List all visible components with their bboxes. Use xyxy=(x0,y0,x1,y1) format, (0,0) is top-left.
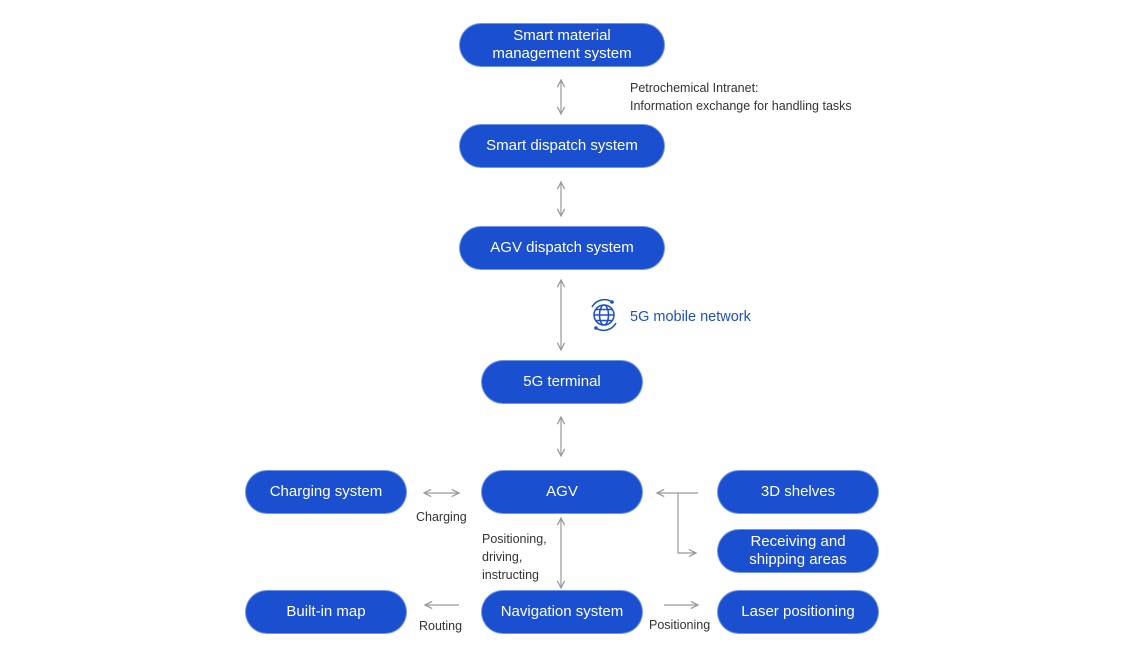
intranet-label: Petrochemical Intranet: Information exch… xyxy=(630,79,852,115)
positioning-driving-line3: instructing xyxy=(482,568,539,582)
positioning-driving-line1: Positioning, xyxy=(482,532,547,546)
agv-node: AGV xyxy=(482,471,642,513)
arrow-branch-to-receiving xyxy=(677,493,696,553)
positioning-label: Positioning xyxy=(649,618,711,632)
5g-network-label: 5G mobile network xyxy=(630,309,751,325)
laser-positioning-node: Laser positioning xyxy=(718,591,878,633)
smart-material-management-node: Smart material management system xyxy=(460,24,664,66)
navigation-system-node: Navigation system xyxy=(482,591,642,633)
5g-terminal-node: 5G terminal xyxy=(482,361,642,403)
routing-label: Routing xyxy=(419,619,463,633)
positioning-driving-line2: driving, xyxy=(482,550,523,564)
intranet-label-line2: Information exchange for handling tasks xyxy=(630,99,852,113)
positioning-driving-label: Positioning, driving, instructing xyxy=(482,530,547,584)
charging-label: Charging xyxy=(416,510,467,524)
built-in-map-node: Built-in map xyxy=(246,591,406,633)
charging-system-node: Charging system xyxy=(246,471,406,513)
3d-shelves-node: 3D shelves xyxy=(718,471,878,513)
intranet-label-line1: Petrochemical Intranet: xyxy=(630,81,759,95)
agv-dispatch-node: AGV dispatch system xyxy=(460,227,664,269)
receiving-shipping-node: Receiving and shipping areas xyxy=(718,530,878,572)
globe-network-icon xyxy=(591,298,617,332)
smart-dispatch-node: Smart dispatch system xyxy=(460,125,664,167)
